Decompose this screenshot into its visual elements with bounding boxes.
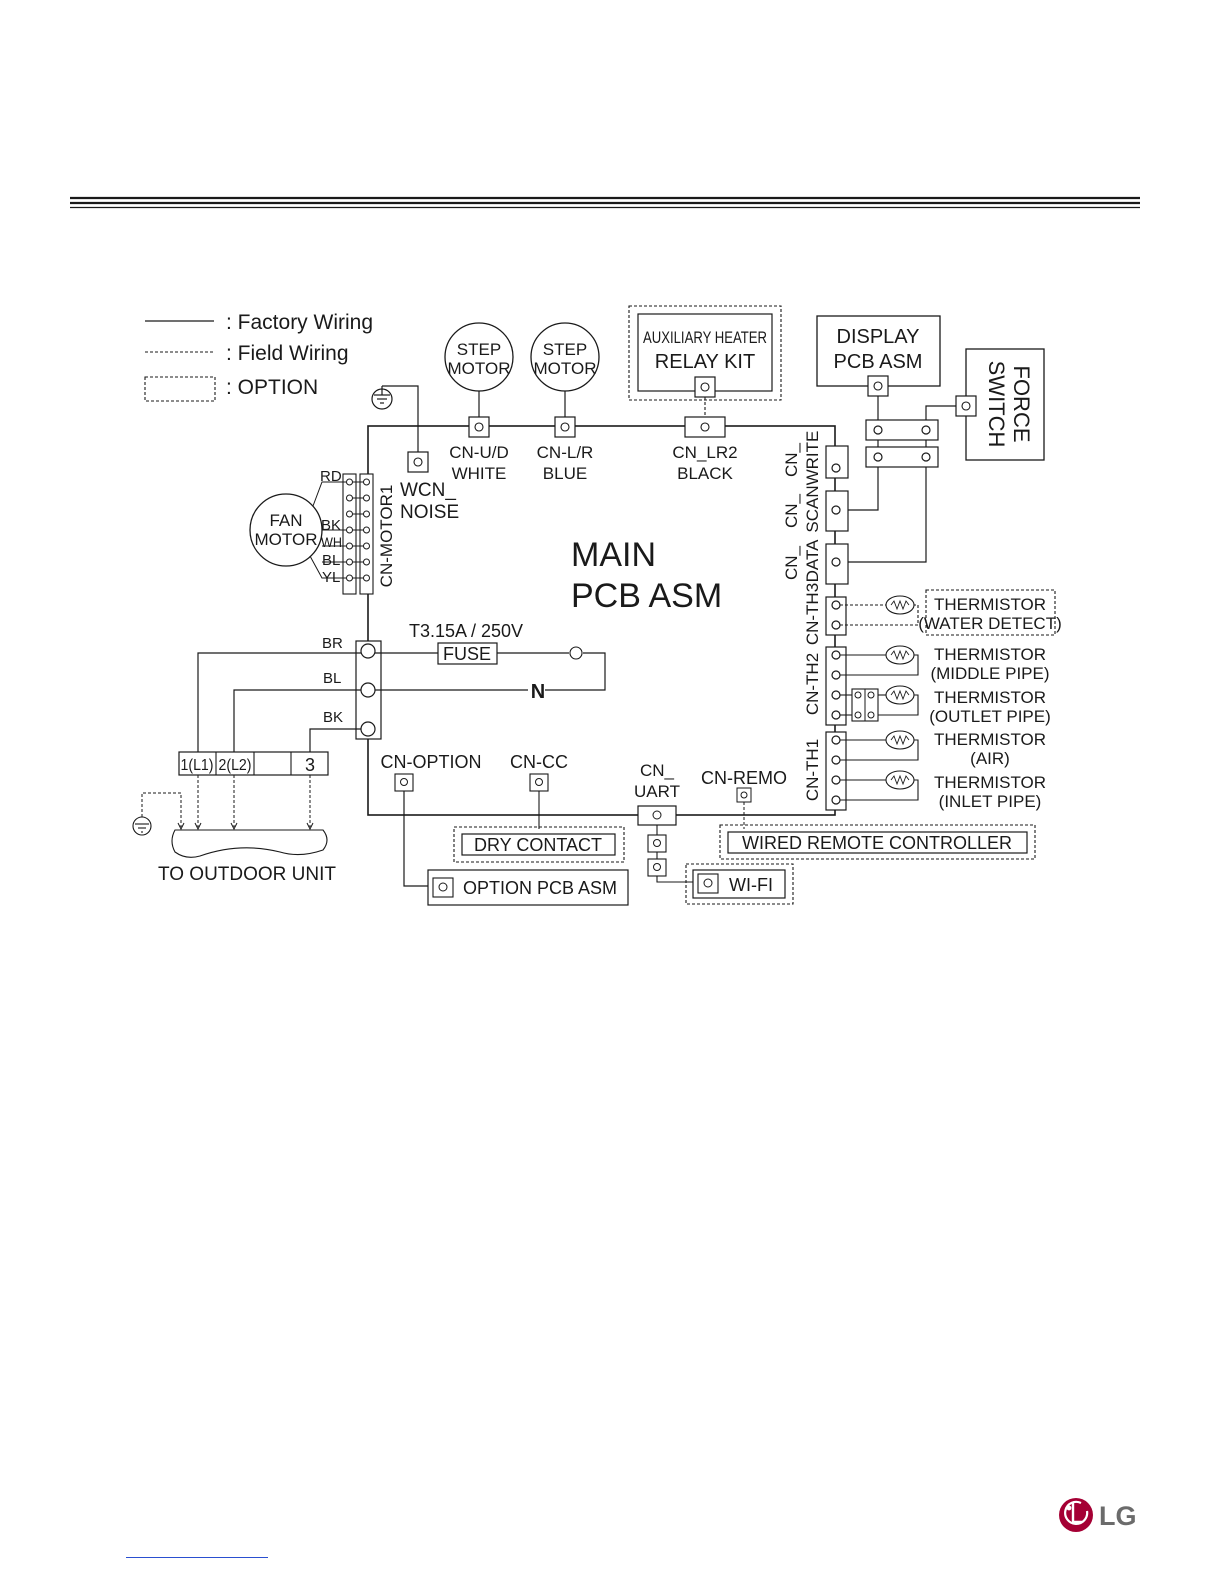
svg-text:DISPLAY: DISPLAY — [837, 326, 920, 348]
svg-text:3: 3 — [305, 755, 315, 775]
svg-text:BK: BK — [323, 709, 343, 726]
thermistor-inlet-pipe: THERMISTOR (INLET PIPE) — [840, 770, 1046, 811]
svg-text:THERMISTOR: THERMISTOR — [934, 773, 1046, 792]
svg-text:MOTOR: MOTOR — [534, 359, 597, 378]
svg-text:CN_: CN_ — [640, 761, 675, 780]
wcn-label-2: NOISE — [400, 502, 459, 523]
step-motor-ud: STEP MOTOR CN-U/D WHITE — [444, 322, 514, 483]
right-connector-labels: CN_ WRITE CN_ SCAN CN_ DATA CN-TH3 CN-TH… — [782, 431, 822, 802]
svg-text:FAN: FAN — [269, 511, 302, 530]
cn-ud-label: CN-U/D — [449, 443, 509, 462]
svg-text:(AIR): (AIR) — [970, 749, 1010, 768]
svg-text:OPTION PCB ASM: OPTION PCB ASM — [463, 878, 617, 898]
svg-text:BK: BK — [321, 517, 341, 534]
cn-lr-color: BLUE — [543, 464, 587, 483]
to-outdoor-label: TO OUTDOOR UNIT — [158, 864, 336, 885]
svg-text:CN-REMO: CN-REMO — [701, 768, 787, 788]
svg-text:(WATER DETECT): (WATER DETECT) — [918, 614, 1062, 633]
option-pcb: OPTION PCB ASM — [427, 869, 629, 906]
cn-motor1-label: CN-MOTOR1 — [377, 485, 396, 588]
svg-text:UART: UART — [634, 782, 680, 801]
svg-text:DATA: DATA — [803, 539, 822, 582]
thermistor-air: THERMISTOR (AIR) — [840, 730, 1046, 768]
svg-text:THERMISTOR: THERMISTOR — [934, 730, 1046, 749]
neutral-label: N — [531, 681, 545, 703]
svg-text:BL: BL — [322, 552, 340, 569]
svg-text:CN_: CN_ — [782, 493, 801, 528]
main-pcb-title-2: PCB ASM — [571, 577, 722, 615]
svg-text:YL: YL — [322, 569, 340, 586]
svg-text:2(L2): 2(L2) — [219, 757, 252, 774]
svg-text:(INLET PIPE): (INLET PIPE) — [939, 792, 1042, 811]
svg-text:CN-CC: CN-CC — [510, 752, 568, 772]
cn-lr2-label: CN_LR2 — [672, 443, 737, 462]
wcn-label-1: WCN_ — [400, 480, 456, 501]
legend: : Factory Wiring : Field Wiring : OPTION — [144, 311, 373, 402]
bottom-connectors: CN-OPTION CN-CC CN_ UART CN-REMO — [381, 752, 787, 887]
svg-text:SWITCH: SWITCH — [984, 361, 1009, 448]
thermistor-water-detect: THERMISTOR (WATER DETECT) — [840, 589, 1062, 636]
svg-text:CN-OPTION: CN-OPTION — [381, 752, 482, 772]
thermistor-outlet-pipe: THERMISTOR (OUTLET PIPE) — [840, 685, 1051, 726]
svg-text:MOTOR: MOTOR — [448, 359, 511, 378]
footer-link-underline[interactable] — [126, 1557, 268, 1558]
svg-text:FORCE: FORCE — [1009, 366, 1034, 443]
svg-text:AUXILIARY HEATER: AUXILIARY HEATER — [643, 328, 767, 347]
svg-text:BR: BR — [322, 635, 343, 652]
wired-remote-controller: WIRED REMOTE CONTROLLER — [719, 824, 1036, 860]
svg-text:(MIDDLE PIPE): (MIDDLE PIPE) — [930, 664, 1049, 683]
legend-option-label: : OPTION — [226, 376, 318, 399]
svg-text:WH: WH — [321, 534, 342, 550]
svg-text:WIRED REMOTE CONTROLLER: WIRED REMOTE CONTROLLER — [742, 833, 1012, 853]
power-input: BR BL BK T3.15A / 250V FUSE N — [197, 621, 606, 754]
svg-text:MOTOR: MOTOR — [255, 530, 318, 549]
svg-text:WRITE: WRITE — [803, 431, 822, 486]
terminal-block: 1(L1) 2(L2) 3 TO OUTDOOR UNIT — [132, 751, 336, 885]
lg-logo-text: LG — [1099, 1501, 1137, 1531]
fan-motor: FAN MOTOR RD BK WH BL YL CN-MOTOR1 — [249, 468, 396, 595]
fuse-rating: T3.15A / 250V — [409, 621, 523, 641]
svg-text:CN_: CN_ — [782, 545, 801, 580]
cn-lr2-color: BLACK — [677, 464, 733, 483]
wifi-module: WI-FI — [685, 863, 794, 905]
svg-text:DRY CONTACT: DRY CONTACT — [474, 835, 602, 855]
dry-contact: DRY CONTACT — [453, 826, 625, 863]
svg-text:RD: RD — [320, 468, 342, 485]
svg-text:1(L1): 1(L1) — [181, 757, 214, 774]
svg-text:STEP: STEP — [457, 340, 501, 359]
svg-text:(OUTLET PIPE): (OUTLET PIPE) — [929, 707, 1051, 726]
main-pcb-title-1: MAIN — [571, 536, 656, 574]
ground-icon — [371, 386, 393, 410]
svg-text:THERMISTOR: THERMISTOR — [934, 688, 1046, 707]
svg-text:THERMISTOR: THERMISTOR — [934, 645, 1046, 664]
svg-text:RELAY KIT: RELAY KIT — [655, 351, 755, 373]
aux-heater-relay-kit: AUXILIARY HEATER RELAY KIT CN_LR2 BLACK — [628, 305, 782, 483]
svg-text:WI-FI: WI-FI — [729, 875, 773, 895]
svg-text:CN-TH3: CN-TH3 — [803, 583, 822, 645]
right-connector-strip — [825, 445, 849, 811]
svg-text:CN-TH1: CN-TH1 — [803, 739, 822, 801]
svg-text:STEP: STEP — [543, 340, 587, 359]
svg-text:THERMISTOR: THERMISTOR — [934, 595, 1046, 614]
svg-text:CN_: CN_ — [782, 442, 801, 477]
step-motor-lr: STEP MOTOR CN-L/R BLUE — [530, 322, 600, 483]
force-switch: FORCE SWITCH — [955, 348, 1045, 461]
cn-lr-label: CN-L/R — [537, 443, 594, 462]
thermistor-middle-pipe: THERMISTOR (MIDDLE PIPE) — [840, 645, 1050, 683]
svg-text:PCB ASM: PCB ASM — [834, 351, 923, 373]
svg-text:CN-TH2: CN-TH2 — [803, 653, 822, 715]
fuse-label: FUSE — [443, 644, 491, 664]
cn-ud-color: WHITE — [452, 464, 507, 483]
legend-factory-label: : Factory Wiring — [226, 311, 373, 334]
display-relay-connectors — [865, 419, 939, 468]
display-pcb: DISPLAY PCB ASM — [816, 315, 941, 397]
header-rule — [70, 196, 1140, 209]
svg-text:SCAN: SCAN — [803, 485, 822, 532]
svg-text:BL: BL — [323, 670, 341, 687]
legend-field-label: : Field Wiring — [226, 342, 349, 365]
lg-logo: LG — [1059, 1498, 1137, 1532]
outdoor-ground-icon — [132, 816, 152, 836]
wcn-noise-connector — [407, 451, 429, 473]
